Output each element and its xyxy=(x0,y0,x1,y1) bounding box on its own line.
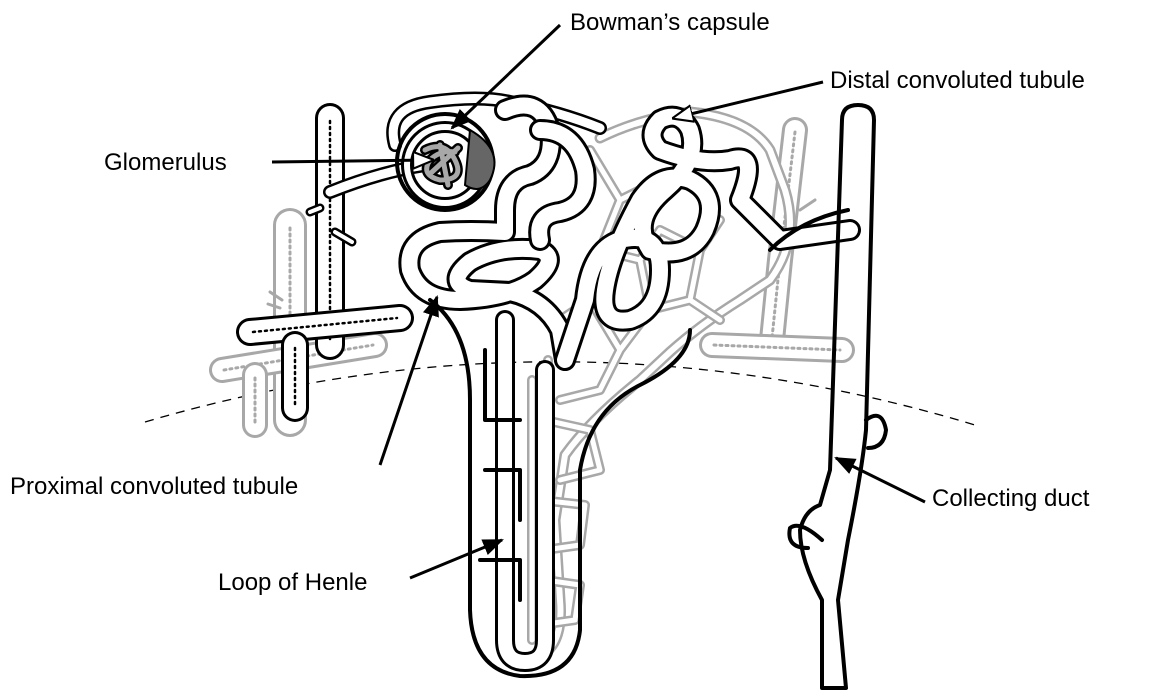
label-distal-convoluted-tubule: Distal convoluted tubule xyxy=(830,67,1085,94)
label-bowmans-capsule: Bowman’s capsule xyxy=(570,9,770,36)
label-loop-of-henle: Loop of Henle xyxy=(218,569,367,596)
glomerulus-knot xyxy=(425,145,458,185)
label-collecting-duct: Collecting duct xyxy=(932,485,1090,512)
label-glomerulus: Glomerulus xyxy=(104,149,227,176)
leader-distal-tubule xyxy=(674,82,823,118)
leader-collecting-duct xyxy=(836,458,925,502)
label-proximal-convoluted-tubule: Proximal convoluted tubule xyxy=(10,473,298,500)
leader-glomerulus xyxy=(272,160,432,162)
